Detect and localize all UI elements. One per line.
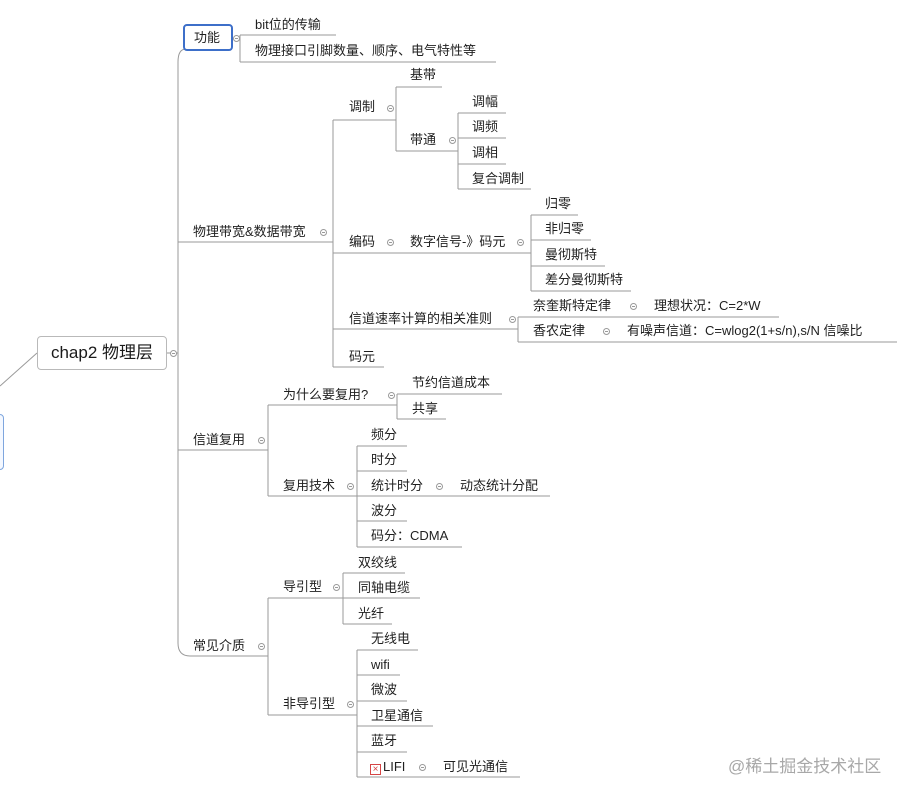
collapse-toggle-icon[interactable] bbox=[258, 643, 265, 650]
node-microwave[interactable]: 微波 bbox=[371, 682, 398, 697]
node-rz[interactable]: 归零 bbox=[545, 196, 572, 211]
node-nyquist-formula[interactable]: 理想状况：C=2*W bbox=[654, 298, 761, 313]
collapse-toggle-icon[interactable] bbox=[603, 328, 610, 335]
node-bluetooth[interactable]: 蓝牙 bbox=[371, 733, 398, 748]
node-modulation[interactable]: 调制 bbox=[349, 99, 376, 114]
collapse-toggle-icon[interactable] bbox=[347, 701, 354, 708]
node-functions[interactable]: 功能 bbox=[194, 30, 221, 45]
node-shannon-formula[interactable]: 有噪声信道：C=wlog2(1+s/n),s/N 信噪比 bbox=[627, 323, 863, 338]
node-radio[interactable]: 无线电 bbox=[371, 631, 411, 646]
watermark: @稀土掘金技术社区 bbox=[728, 757, 882, 776]
node-passband[interactable]: 带通 bbox=[410, 132, 437, 147]
root-node[interactable]: chap2 物理层 bbox=[37, 336, 167, 370]
node-satellite[interactable]: 卫星通信 bbox=[371, 708, 424, 723]
node-media[interactable]: 常见介质 bbox=[193, 638, 246, 653]
collapse-toggle-icon[interactable] bbox=[388, 392, 395, 399]
node-shannon[interactable]: 香农定律 bbox=[533, 323, 586, 338]
node-mux-tech[interactable]: 复用技术 bbox=[283, 478, 336, 493]
node-wifi[interactable]: wifi bbox=[371, 657, 390, 672]
node-fm[interactable]: 调频 bbox=[472, 119, 499, 134]
node-symbol[interactable]: 码元 bbox=[349, 349, 376, 364]
node-multiplexing[interactable]: 信道复用 bbox=[193, 432, 246, 447]
collapse-toggle-icon[interactable] bbox=[509, 316, 516, 323]
collapse-toggle-icon[interactable] bbox=[387, 105, 394, 112]
node-tdm[interactable]: 时分 bbox=[371, 452, 398, 467]
node-bandwidth[interactable]: 物理带宽&数据带宽 bbox=[193, 224, 306, 239]
node-compound-mod[interactable]: 复合调制 bbox=[472, 171, 525, 186]
node-guided[interactable]: 导引型 bbox=[283, 579, 323, 594]
node-cdma[interactable]: 码分：CDMA bbox=[371, 528, 449, 543]
collapse-toggle-icon[interactable] bbox=[630, 303, 637, 310]
collapse-toggle-icon[interactable] bbox=[387, 239, 394, 246]
node-fdm[interactable]: 频分 bbox=[371, 427, 398, 442]
node-nrz[interactable]: 非归零 bbox=[545, 221, 585, 236]
node-am[interactable]: 调幅 bbox=[472, 94, 499, 109]
node-twisted-pair[interactable]: 双绞线 bbox=[358, 555, 398, 570]
node-interface-spec[interactable]: 物理接口引脚数量、顺序、电气特性等 bbox=[255, 43, 477, 58]
collapse-toggle-icon[interactable] bbox=[233, 35, 240, 42]
node-digital-symbol[interactable]: 数字信号-》码元 bbox=[410, 234, 506, 249]
node-coax[interactable]: 同轴电缆 bbox=[358, 580, 411, 595]
collapse-toggle-icon[interactable] bbox=[320, 229, 327, 236]
node-baseband[interactable]: 基带 bbox=[410, 67, 437, 82]
offscreen-node-frame[interactable] bbox=[0, 414, 4, 470]
collapse-toggle-icon[interactable] bbox=[258, 437, 265, 444]
node-fiber[interactable]: 光纤 bbox=[358, 606, 385, 621]
selection-frame bbox=[183, 24, 233, 51]
node-save-cost[interactable]: 节约信道成本 bbox=[412, 375, 491, 390]
node-sharing[interactable]: 共享 bbox=[412, 401, 439, 416]
collapse-toggle-icon[interactable] bbox=[419, 764, 426, 771]
collapse-toggle-icon[interactable] bbox=[517, 239, 524, 246]
collapse-toggle-icon[interactable] bbox=[170, 350, 177, 357]
node-lifi-label: LIFI bbox=[383, 759, 406, 774]
node-why-multiplex[interactable]: 为什么要复用? bbox=[283, 387, 369, 402]
node-rate-criteria[interactable]: 信道速率计算的相关准则 bbox=[349, 311, 493, 326]
node-manchester[interactable]: 曼彻斯特 bbox=[545, 247, 598, 262]
node-dynamic-alloc[interactable]: 动态统计分配 bbox=[460, 478, 539, 493]
collapse-toggle-icon[interactable] bbox=[436, 483, 443, 490]
collapse-toggle-icon[interactable] bbox=[449, 137, 456, 144]
collapse-toggle-icon[interactable] bbox=[333, 584, 340, 591]
node-unguided[interactable]: 非导引型 bbox=[283, 696, 336, 711]
node-pm[interactable]: 调相 bbox=[472, 145, 499, 160]
error-x-icon: × bbox=[370, 764, 381, 775]
collapse-toggle-icon[interactable] bbox=[347, 483, 354, 490]
node-coding[interactable]: 编码 bbox=[349, 234, 376, 249]
node-diff-manchester[interactable]: 差分曼彻斯特 bbox=[545, 272, 624, 287]
node-stdm[interactable]: 统计时分 bbox=[371, 478, 424, 493]
node-bit-transfer[interactable]: bit位的传输 bbox=[255, 17, 321, 32]
node-nyquist[interactable]: 奈奎斯特定律 bbox=[533, 298, 612, 313]
node-wdm[interactable]: 波分 bbox=[371, 503, 398, 518]
node-visible-light[interactable]: 可见光通信 bbox=[443, 759, 509, 774]
node-lifi[interactable]: ×LIFI bbox=[370, 758, 405, 776]
